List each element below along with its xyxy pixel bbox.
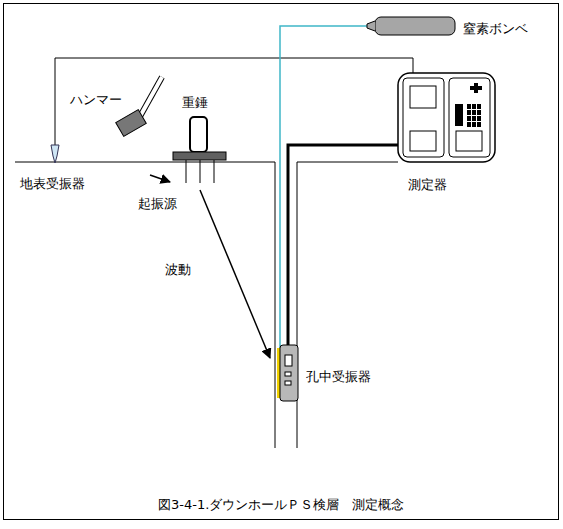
wave-arrow [200, 190, 270, 358]
part-label: 地表受振器 [20, 176, 85, 192]
key [472, 104, 476, 109]
key [472, 116, 476, 121]
borehole-wall [275, 162, 276, 448]
part-label: 孔中受振器 [306, 369, 371, 385]
indicator [455, 104, 463, 126]
geophone-mark [285, 381, 291, 385]
borehole-wall [297, 162, 298, 448]
key [467, 104, 471, 109]
key [467, 116, 471, 121]
hammer-handle [138, 77, 162, 120]
cylinder-valve [367, 21, 375, 31]
spike [214, 160, 215, 183]
caption: 図3-4-1.ダウンホールＰＳ検層 測定概念 [158, 497, 404, 513]
part-label: 起振源 [138, 196, 177, 212]
instrument-case [398, 73, 495, 162]
surface-cable [55, 58, 413, 145]
geophone-window [285, 355, 292, 366]
frame [4, 4, 559, 520]
drive-slot [410, 131, 436, 151]
hammer-head [116, 110, 147, 137]
cross-key [470, 83, 482, 93]
key [477, 122, 481, 127]
key [472, 110, 476, 115]
ground-line [297, 162, 398, 163]
key [467, 110, 471, 115]
part-label: 測定器 [408, 177, 447, 193]
part-label: 窒素ボンベ [463, 21, 528, 37]
spike [200, 160, 201, 183]
borehole-cable [288, 145, 398, 348]
key [472, 122, 476, 127]
part-label: 波動 [165, 262, 191, 278]
ground-line [15, 162, 275, 163]
instrument-panel [403, 78, 444, 157]
nitrogen-cylinder [375, 17, 455, 35]
borehole-geophone [280, 345, 298, 401]
source-pointer [150, 175, 170, 182]
geophone-mark [285, 372, 291, 376]
keypad [467, 104, 481, 127]
weight [190, 117, 207, 152]
key [477, 110, 481, 115]
spike [186, 160, 187, 183]
part-label: 重錘 [182, 95, 208, 111]
key [467, 122, 471, 127]
key [477, 116, 481, 121]
part-label: ハンマー [70, 92, 122, 108]
hammer-handle [138, 77, 162, 120]
key [477, 104, 481, 109]
surface-geophone [51, 145, 59, 163]
drive-slot [456, 131, 482, 151]
instrument-panel [449, 78, 490, 157]
base-plate [173, 152, 226, 160]
nitrogen-hose [280, 26, 367, 350]
screen [410, 86, 436, 108]
